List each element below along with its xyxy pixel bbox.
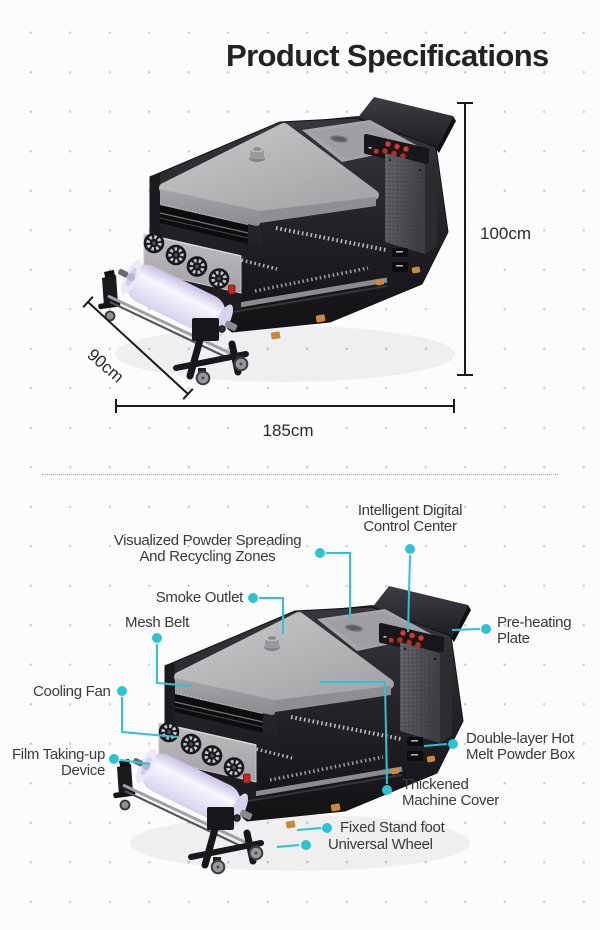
- callout-text: Thickened: [402, 776, 469, 793]
- callout-text: Mesh Belt: [125, 614, 189, 631]
- callout-label-smoke-outlet: Smoke Outlet: [143, 589, 244, 606]
- page-title: Product Specifications: [226, 38, 549, 73]
- callout-dot: [322, 823, 332, 833]
- callout-label-powder-box: Double-layer Hot Melt Powder Box: [466, 731, 575, 762]
- callout-label-cooling-fan: Cooling Fan: [33, 684, 111, 700]
- dimension-length-label: 185cm: [262, 421, 314, 440]
- callout-text: Device: [60, 761, 105, 779]
- callout-label-stand-foot: Fixed Stand foot: [340, 819, 445, 836]
- callout-text: Plate: [497, 629, 530, 647]
- callout-dot: [315, 548, 325, 558]
- callout-label-preheating-plate: Pre-heating Plate: [497, 614, 572, 647]
- callout-label-film-taking-up: Film Taking-up Device: [5, 747, 105, 778]
- length-dimension-line: [115, 399, 455, 413]
- callout-text: Control Center: [363, 517, 457, 535]
- callout-text: And Recycling Zones: [139, 547, 276, 565]
- callout-dots: [109, 544, 491, 850]
- callout-dot: [301, 840, 311, 850]
- callout-dot: [109, 754, 119, 764]
- callout-text: Melt Powder Box: [466, 745, 575, 763]
- callout-dot: [382, 785, 392, 795]
- callout-dot: [117, 686, 127, 696]
- callout-dot: [481, 624, 491, 634]
- height-dimension-line: [457, 102, 473, 376]
- callout-text: Cooling Fan: [33, 683, 111, 700]
- callout-label-control-center: Intelligent Digital Control Center: [330, 503, 490, 534]
- dimension-lines: [82, 102, 473, 413]
- callout-text: Visualized Powder Spreading: [113, 532, 302, 549]
- callout-text: Universal Wheel: [328, 836, 433, 853]
- callout-dot: [248, 593, 258, 603]
- callout-label-powder-zones: Visualized Powder Spreading And Recyclin…: [105, 533, 310, 564]
- depth-dimension-line: [82, 296, 194, 400]
- callout-label-machine-cover: Thickened Machine Cover: [402, 777, 499, 808]
- callout-dot: [448, 739, 458, 749]
- callout-text: Smoke Outlet: [155, 589, 244, 606]
- callout-text: Film Taking-up: [11, 746, 105, 763]
- callout-text: Double-layer Hot: [466, 730, 574, 747]
- machine-illustration-top: [98, 97, 456, 384]
- callout-text: Intelligent Digital: [357, 502, 463, 519]
- callout-text: Machine Cover: [402, 791, 499, 809]
- dimension-height-label: 100cm: [480, 224, 532, 243]
- callout-text: Fixed Stand foot: [340, 819, 445, 836]
- callout-leader-lines: [119, 552, 481, 848]
- callout-label-universal-wheel: Universal Wheel: [328, 837, 433, 853]
- callout-dot: [152, 633, 162, 643]
- callout-label-mesh-belt: Mesh Belt: [125, 615, 189, 631]
- section-divider: [42, 474, 558, 475]
- callout-text: Pre-heating: [497, 614, 572, 631]
- callout-dot: [405, 544, 415, 554]
